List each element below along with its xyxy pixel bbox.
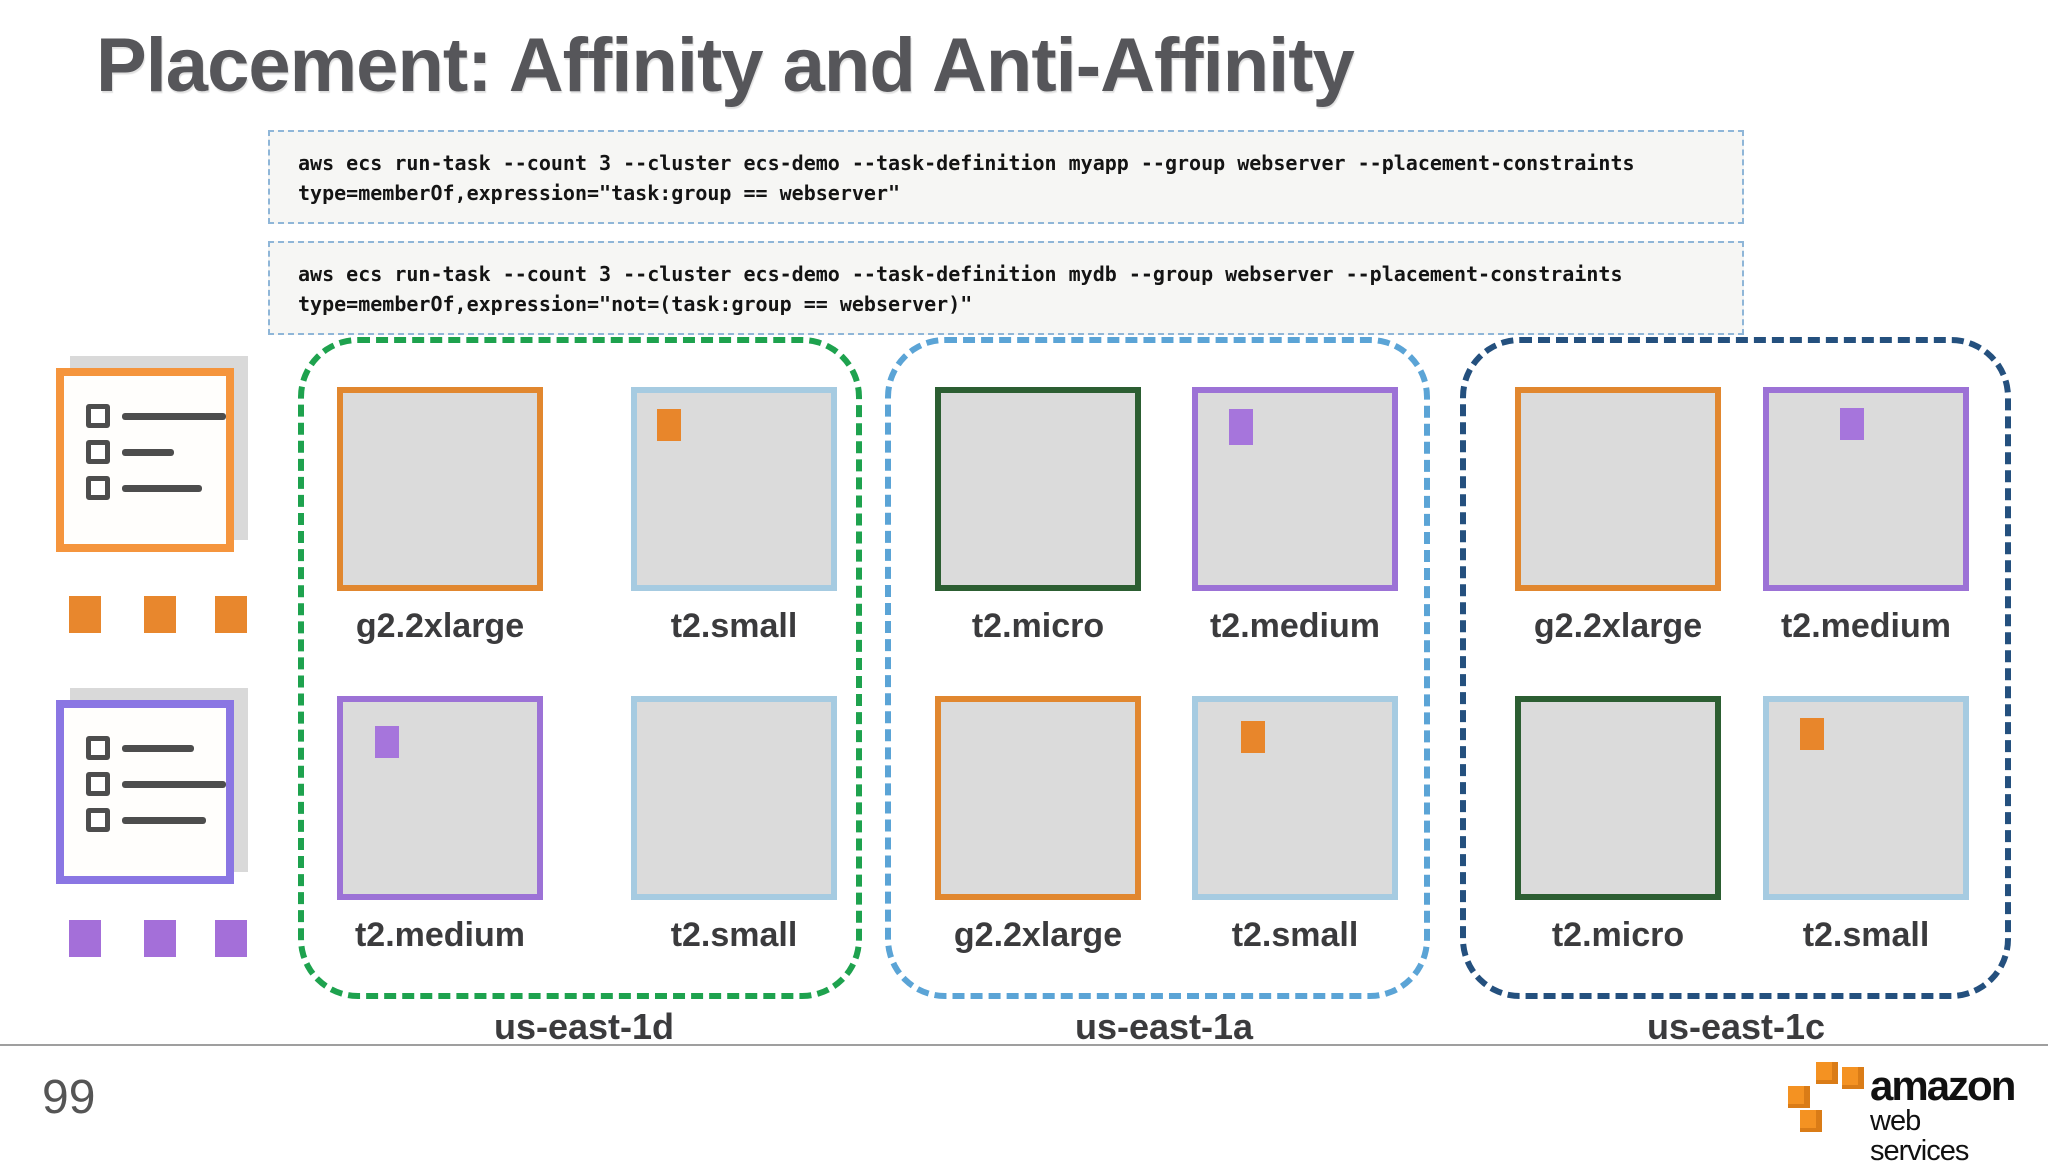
- list-item: [86, 476, 226, 500]
- instance-label: g2.2xlarge: [355, 607, 525, 645]
- instance-box: [1192, 387, 1398, 591]
- list-item: [86, 808, 226, 832]
- instance-cell: t2.medium: [1192, 387, 1398, 646]
- checkbox-icon: [86, 440, 110, 464]
- webserver-task-chip: [215, 596, 247, 633]
- zone-us-east-1a: t2.micro t2.medium g2.2xlarge t2.small: [885, 337, 1430, 999]
- aws-logo-text: amazon web services: [1870, 1062, 2016, 1167]
- instance-label: t2.micro: [971, 607, 1105, 645]
- instance-box: [1763, 696, 1969, 900]
- instance-box: [337, 696, 543, 900]
- cube-icon: [1840, 1065, 1866, 1091]
- instance-cell: t2.small: [1192, 696, 1398, 955]
- zone-label-us-east-1a: us-east-1a: [1074, 1006, 1254, 1047]
- cube-icon: [1786, 1084, 1812, 1110]
- task-square: [375, 726, 399, 758]
- instance-box: [935, 387, 1141, 591]
- cli-command-affinity: aws ecs run-task --count 3 --cluster ecs…: [268, 130, 1744, 224]
- webserver-task-chip: [144, 596, 176, 633]
- task-definition-webserver-icon: [56, 356, 248, 552]
- instance-cell: t2.micro: [935, 387, 1141, 646]
- task-definition-db-icon: [56, 688, 248, 884]
- task-definition-document-icon: [56, 700, 234, 884]
- instance-label: t2.small: [670, 607, 798, 645]
- instance-box: [935, 696, 1141, 900]
- instance-label: t2.small: [670, 916, 798, 954]
- slide-title: Placement: Affinity and Anti-Affinity: [96, 23, 1355, 108]
- aws-logo-amazon: amazon: [1870, 1062, 2016, 1109]
- instance-cell: t2.medium: [337, 696, 543, 955]
- task-square: [1800, 718, 1824, 750]
- checkbox-icon: [86, 736, 110, 760]
- task-square: [1229, 409, 1253, 445]
- cli-command-anti-affinity: aws ecs run-task --count 3 --cluster ecs…: [268, 241, 1744, 335]
- cube-icon: [1798, 1108, 1824, 1134]
- instance-box: [1515, 387, 1721, 591]
- instance-box: [1192, 696, 1398, 900]
- instance-box: [1763, 387, 1969, 591]
- instance-cell: t2.small: [631, 387, 837, 646]
- instance-box: [337, 387, 543, 591]
- cli-command-anti-affinity-line2: type=memberOf,expression="not=(task:grou…: [298, 292, 973, 316]
- text-line-icon: [122, 780, 226, 788]
- text-line-icon: [122, 448, 174, 456]
- checkbox-icon: [86, 808, 110, 832]
- text-line-icon: [122, 816, 206, 824]
- instance-cell: t2.small: [1763, 696, 1969, 955]
- instance-box: [631, 696, 837, 900]
- aws-logo: amazon web services: [1782, 1060, 2016, 1166]
- list-item: [86, 404, 226, 428]
- page-number: 99: [42, 1071, 96, 1124]
- instance-box: [1515, 696, 1721, 900]
- instance-label: g2.2xlarge: [953, 916, 1123, 954]
- instance-cell: t2.medium: [1763, 387, 1969, 646]
- list-item: [86, 440, 226, 464]
- instance-cell: t2.micro: [1515, 696, 1721, 955]
- task-square: [657, 409, 681, 441]
- instance-box: [631, 387, 837, 591]
- zone-us-east-1c: g2.2xlarge t2.medium t2.micro t2.small: [1460, 337, 2011, 999]
- footer-divider: [0, 1044, 2048, 1046]
- db-task-chip: [144, 920, 176, 957]
- aws-logo-webservices: web services: [1870, 1105, 1969, 1167]
- task-definition-document-icon: [56, 368, 234, 552]
- cli-command-affinity-line1: aws ecs run-task --count 3 --cluster ecs…: [298, 151, 1635, 175]
- instance-label: t2.micro: [1551, 916, 1685, 954]
- webserver-task-chip: [69, 596, 101, 633]
- instance-cell: g2.2xlarge: [1515, 387, 1721, 646]
- db-task-chip: [69, 920, 101, 957]
- checkbox-icon: [86, 772, 110, 796]
- instance-label: t2.small: [1802, 916, 1930, 954]
- instance-cell: g2.2xlarge: [935, 696, 1141, 955]
- task-square: [1241, 721, 1265, 753]
- zone-label-us-east-1c: us-east-1c: [1646, 1006, 1826, 1047]
- text-line-icon: [122, 744, 194, 752]
- db-task-chip: [215, 920, 247, 957]
- instance-cell: g2.2xlarge: [337, 387, 543, 646]
- aws-cubes-icon: [1782, 1060, 1874, 1136]
- text-line-icon: [122, 484, 202, 492]
- instance-label: t2.medium: [1780, 607, 1952, 645]
- instance-label: g2.2xlarge: [1533, 607, 1703, 645]
- zone-label-us-east-1d: us-east-1d: [493, 1006, 675, 1047]
- text-line-icon: [122, 412, 226, 420]
- cube-icon: [1814, 1060, 1840, 1086]
- instance-label: t2.medium: [1209, 607, 1381, 645]
- zone-us-east-1d: g2.2xlarge t2.small t2.medium t2.small: [298, 337, 862, 999]
- instance-label: t2.small: [1231, 916, 1359, 954]
- checkbox-icon: [86, 476, 110, 500]
- cli-command-anti-affinity-line1: aws ecs run-task --count 3 --cluster ecs…: [298, 262, 1623, 286]
- cli-command-affinity-line2: type=memberOf,expression="task:group == …: [298, 181, 901, 205]
- instance-label: t2.medium: [354, 916, 526, 954]
- list-item: [86, 772, 226, 796]
- task-square: [1840, 408, 1864, 440]
- checkbox-icon: [86, 404, 110, 428]
- list-item: [86, 736, 226, 760]
- instance-cell: t2.small: [631, 696, 837, 955]
